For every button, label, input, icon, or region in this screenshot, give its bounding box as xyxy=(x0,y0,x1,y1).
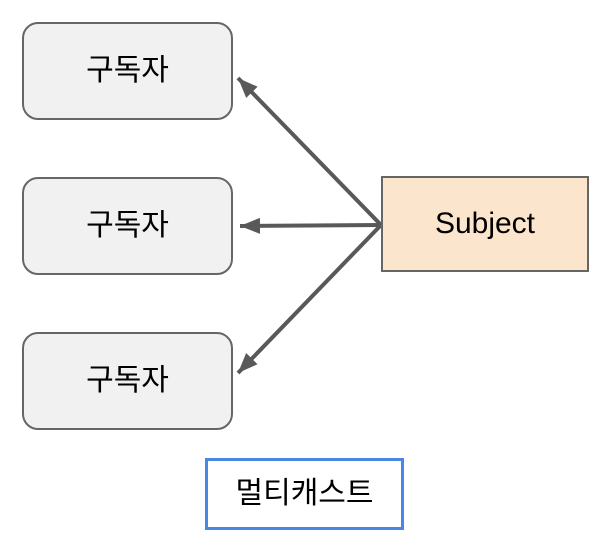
caption-box: 멀티캐스트 xyxy=(205,458,404,530)
subscriber-label-3: 구독자 xyxy=(86,364,169,397)
arrow-subject-to-subscriber-3 xyxy=(236,223,383,375)
caption-label: 멀티캐스트 xyxy=(235,477,374,510)
subscriber-box-3: 구독자 xyxy=(22,332,233,430)
subject-box: Subject xyxy=(381,176,589,272)
arrow-subject-to-subscriber-1 xyxy=(236,76,383,227)
arrow-subject-to-subscriber-2 xyxy=(239,217,382,234)
subscriber-label-1: 구독자 xyxy=(86,54,169,87)
subscriber-label-2: 구독자 xyxy=(86,209,169,242)
subscriber-box-2: 구독자 xyxy=(22,177,233,275)
subject-label: Subject xyxy=(434,207,536,240)
subscriber-box-1: 구독자 xyxy=(22,22,233,120)
